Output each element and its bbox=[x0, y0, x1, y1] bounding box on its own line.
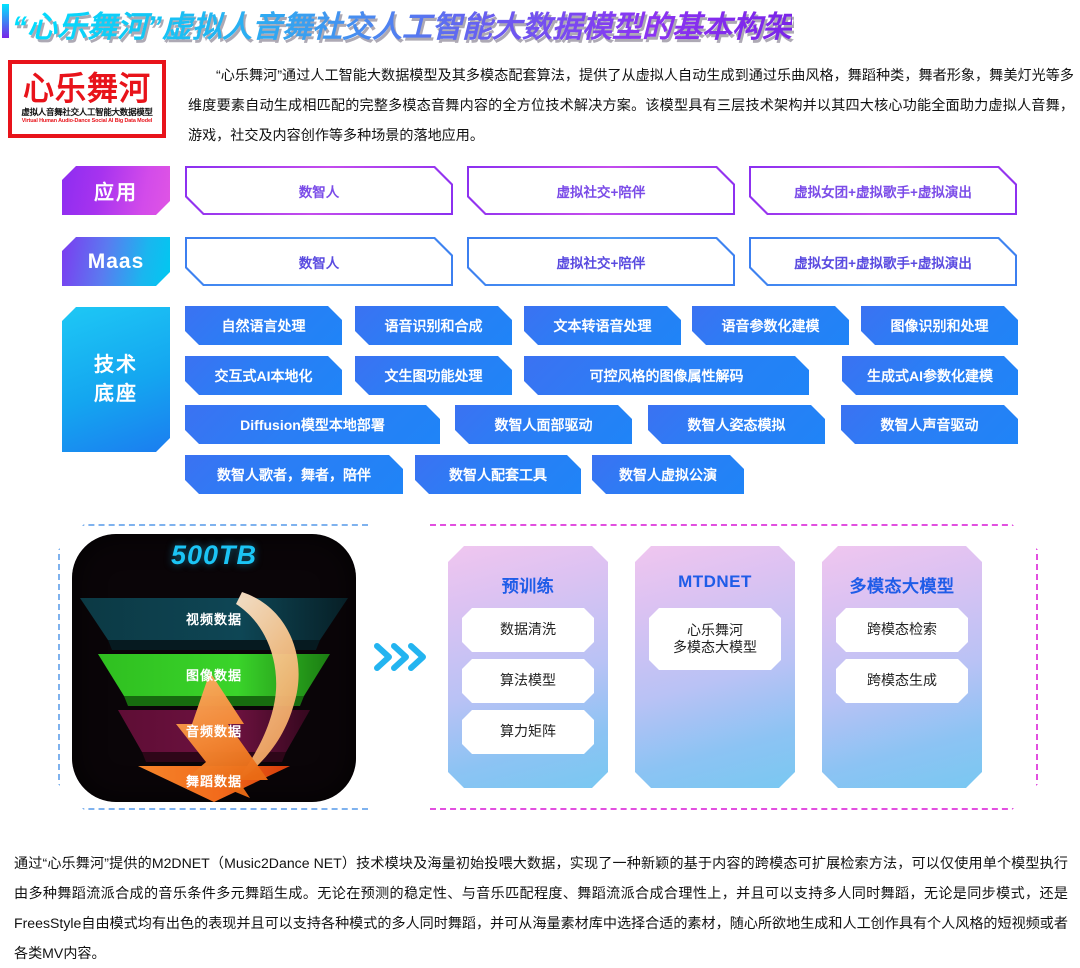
maas-box-1-label: 数智人 bbox=[187, 239, 451, 284]
app-box-3[interactable]: 虚拟女团+虚拟歌手+虚拟演出 bbox=[749, 166, 1017, 215]
data-capacity-label: 500TB bbox=[170, 540, 258, 570]
card-pretrain-title: 预训练 bbox=[501, 577, 555, 596]
chevrons-right-icon bbox=[372, 637, 428, 677]
page-title: “心乐舞河”虚拟人音舞社交人工智能大数据模型的基本构架 bbox=[12, 2, 792, 46]
tech-box-r4c3[interactable]: 数智人虚拟公演 bbox=[592, 455, 744, 494]
app-box-1[interactable]: 数智人 bbox=[185, 166, 453, 215]
tech-box-r2c4[interactable]: 生成式AI参数化建模 bbox=[842, 356, 1018, 395]
tech-box-r1c4[interactable]: 语音参数化建模 bbox=[692, 306, 849, 345]
tech-box-r3c1[interactable]: Diffusion模型本地部署 bbox=[185, 405, 440, 444]
layer-label-maas: Maas bbox=[62, 237, 170, 286]
card-multimodal[interactable]: 多模态大模型 跨模态检索 跨模态生成 bbox=[822, 546, 982, 788]
logo-english-text: Virtual Human Audio-Dance Social AI Big … bbox=[21, 117, 153, 124]
outro-paragraph: 通过“心乐舞河”提供的M2DNET（Music2Dance NET）技术模块及海… bbox=[14, 855, 1068, 961]
card-multimodal-item-1[interactable]: 跨模态检索 bbox=[836, 608, 968, 652]
card-mtdnet-title: MTDNET bbox=[678, 572, 752, 591]
tech-box-r2c2[interactable]: 文生图功能处理 bbox=[355, 356, 512, 395]
logo-main-text: 心乐舞河 bbox=[23, 70, 151, 108]
maas-box-3-label: 虚拟女团+虚拟歌手+虚拟演出 bbox=[751, 239, 1015, 284]
page-title-bar: “心乐舞河”虚拟人音舞社交人工智能大数据模型的基本构架 bbox=[0, 0, 1080, 46]
cards-dashed-border bbox=[430, 524, 1038, 810]
tech-box-r4c2[interactable]: 数智人配套工具 bbox=[415, 455, 581, 494]
card-multimodal-title: 多模态大模型 bbox=[849, 577, 955, 596]
brand-logo: 心乐舞河 虚拟人音舞社交人工智能大数据模型 Virtual Human Audi… bbox=[8, 60, 166, 138]
tech-box-r4c1[interactable]: 数智人歌者，舞者，陪伴 bbox=[185, 455, 403, 494]
funnel-dashed-border bbox=[58, 524, 368, 810]
tech-box-r1c1[interactable]: 自然语言处理 bbox=[185, 306, 342, 345]
tech-label-line2: 底座 bbox=[94, 382, 138, 405]
tech-box-r3c2[interactable]: 数智人面部驱动 bbox=[455, 405, 632, 444]
data-funnel-diagram: 视频数据 图像数据 音频数据 舞蹈数据 bbox=[72, 574, 356, 804]
tech-label-line1: 技术 bbox=[94, 353, 138, 376]
tech-box-r1c2[interactable]: 语音识别和合成 bbox=[355, 306, 512, 345]
app-box-2-label: 虚拟社交+陪伴 bbox=[469, 168, 733, 213]
svg-text:舞蹈数据: 舞蹈数据 bbox=[185, 774, 242, 789]
logo-subtitle: 虚拟人音舞社交人工智能大数据模型 bbox=[21, 107, 153, 118]
svg-text:音频数据: 音频数据 bbox=[186, 724, 242, 739]
tech-box-r3c3[interactable]: 数智人姿态模拟 bbox=[648, 405, 825, 444]
card-mtdnet-item-1[interactable]: 心乐舞河 多模态大模型 bbox=[649, 608, 781, 670]
card-mtdnet[interactable]: MTDNET 心乐舞河 多模态大模型 bbox=[635, 546, 795, 788]
tech-box-r2c1[interactable]: 交互式AI本地化 bbox=[185, 356, 342, 395]
card-pretrain-item-2[interactable]: 算法模型 bbox=[462, 659, 594, 703]
title-accent-bar bbox=[2, 4, 9, 38]
card-pretrain[interactable]: 预训练 数据清洗 算法模型 算力矩阵 bbox=[448, 546, 608, 788]
maas-box-2[interactable]: 虚拟社交+陪伴 bbox=[467, 237, 735, 286]
app-box-1-label: 数智人 bbox=[187, 168, 451, 213]
svg-text:视频数据: 视频数据 bbox=[186, 612, 242, 627]
layer-label-application: 应用 bbox=[62, 166, 170, 215]
card-pretrain-item-3[interactable]: 算力矩阵 bbox=[462, 710, 594, 754]
tech-box-r1c5[interactable]: 图像识别和处理 bbox=[861, 306, 1018, 345]
maas-box-3[interactable]: 虚拟女团+虚拟歌手+虚拟演出 bbox=[749, 237, 1017, 286]
tech-box-r1c3[interactable]: 文本转语音处理 bbox=[524, 306, 681, 345]
layer-label-tech-base: 技术 底座 bbox=[62, 307, 170, 452]
tech-box-r2c3[interactable]: 可控风格的图像属性解码 bbox=[524, 356, 809, 395]
svg-text:图像数据: 图像数据 bbox=[186, 668, 242, 683]
funnel-svg: 视频数据 图像数据 音频数据 舞蹈数据 bbox=[80, 592, 348, 802]
intro-paragraph: “心乐舞河”通过人工智能大数据模型及其多模态配套算法，提供了从虚拟人自动生成到通… bbox=[188, 67, 1074, 143]
card-multimodal-item-2[interactable]: 跨模态生成 bbox=[836, 659, 968, 703]
maas-box-2-label: 虚拟社交+陪伴 bbox=[469, 239, 733, 284]
tech-box-r3c4[interactable]: 数智人声音驱动 bbox=[841, 405, 1018, 444]
card-pretrain-item-1[interactable]: 数据清洗 bbox=[462, 608, 594, 652]
app-box-2[interactable]: 虚拟社交+陪伴 bbox=[467, 166, 735, 215]
maas-box-1[interactable]: 数智人 bbox=[185, 237, 453, 286]
app-box-3-label: 虚拟女团+虚拟歌手+虚拟演出 bbox=[751, 168, 1015, 213]
